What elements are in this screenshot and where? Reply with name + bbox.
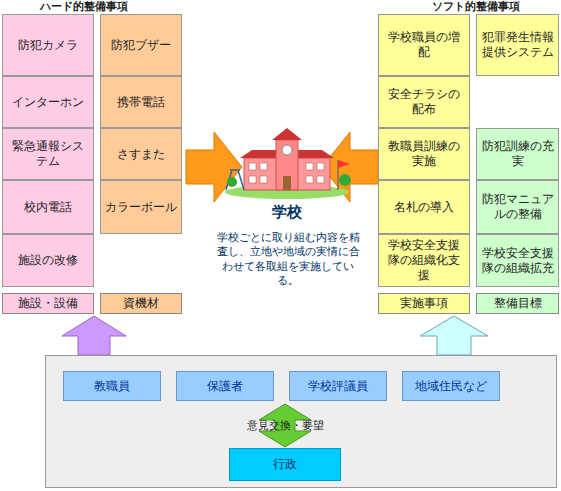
item-text: 教職員 xyxy=(94,379,130,394)
item-text: さすまた xyxy=(117,147,165,162)
note-text: 学校ごとに取り組む内容を精査し、立地や地域の実情に合わせて各取組を実施している。 xyxy=(212,231,364,288)
item-box: 校内電話 xyxy=(2,180,94,234)
group-panel: 意見交換・要望 教職員 保護者 学校評議員 地域住民など行政 xyxy=(45,355,557,488)
item-box: 緊急通報システム xyxy=(2,128,94,180)
item-box: 学校評議員 xyxy=(289,371,387,401)
item-box: 犯罪発生情報提供システム xyxy=(476,14,559,76)
item-text: 安全チラシの配布 xyxy=(383,87,465,117)
item-box: カラーボール xyxy=(100,180,182,234)
item-text: 施設・設備 xyxy=(18,296,78,311)
item-text: 防犯カメラ xyxy=(18,38,78,53)
item-text: カラーボール xyxy=(105,200,177,215)
item-text: 学校安全支援隊の組織化支援 xyxy=(383,238,465,283)
item-box: 学校安全支援隊の組織化支援 xyxy=(378,234,470,287)
item-text: 校内電話 xyxy=(24,200,72,215)
item-box: 実施事項 xyxy=(378,293,470,314)
item-text: 学校評議員 xyxy=(308,379,368,394)
section-title: ソフト的整備事項 xyxy=(396,0,556,14)
item-box: 施設の改修 xyxy=(2,234,94,287)
item-text: 防犯訓練の充実 xyxy=(481,139,554,169)
item-text: 防犯マニュアルの整備 xyxy=(481,192,554,222)
block-arrow xyxy=(420,316,488,355)
item-text: 名札の導入 xyxy=(394,200,454,215)
item-box: 防犯ブザー xyxy=(100,14,182,76)
item-box: 学校職員の増配 xyxy=(378,14,470,76)
arrow-label: 意見交換・要望 xyxy=(235,419,335,433)
item-box: 防犯カメラ xyxy=(2,14,94,76)
item-text: 施設の改修 xyxy=(18,253,78,268)
item-box: さすまた xyxy=(100,128,182,180)
item-text: 整備目標 xyxy=(494,296,542,311)
item-text: 防犯ブザー xyxy=(111,38,171,53)
item-box: 施設・設備 xyxy=(2,293,94,314)
item-text: インターホン xyxy=(12,95,84,110)
item-box: 地域住民など xyxy=(402,371,500,401)
section-title: ハード的整備事項 xyxy=(4,0,164,14)
item-text: 緊急通報システム xyxy=(7,139,89,169)
item-box: 防犯マニュアルの整備 xyxy=(476,180,559,234)
item-box: 教職員 xyxy=(63,371,161,401)
item-box: 行政 xyxy=(229,448,341,481)
item-box: 整備目標 xyxy=(476,293,559,314)
block-arrow xyxy=(62,316,126,355)
item-text: 保護者 xyxy=(207,379,243,394)
item-box: 教職員訓練の実施 xyxy=(378,128,470,180)
item-text: 学校安全支援隊の組織拡充 xyxy=(481,246,554,276)
item-text: 学校職員の増配 xyxy=(383,30,465,60)
item-box: 資機材 xyxy=(100,293,182,314)
item-box: 携帯電話 xyxy=(100,76,182,128)
item-box: 保護者 xyxy=(176,371,274,401)
item-text: 地域住民など xyxy=(415,379,487,394)
item-text: 資機材 xyxy=(123,296,159,311)
item-box: インターホン xyxy=(2,76,94,128)
item-text: 携帯電話 xyxy=(117,95,165,110)
item-text: 教職員訓練の実施 xyxy=(383,139,465,169)
item-text: 実施事項 xyxy=(400,296,448,311)
center-title: 学校 xyxy=(242,203,332,223)
item-box: 安全チラシの配布 xyxy=(378,76,470,128)
school-illustration xyxy=(225,128,351,199)
item-text: 行政 xyxy=(273,457,297,472)
item-box: 学校安全支援隊の組織拡充 xyxy=(476,234,559,287)
item-box: 防犯訓練の充実 xyxy=(476,128,559,180)
item-box: 名札の導入 xyxy=(378,180,470,234)
item-text: 犯罪発生情報提供システム xyxy=(481,30,554,60)
